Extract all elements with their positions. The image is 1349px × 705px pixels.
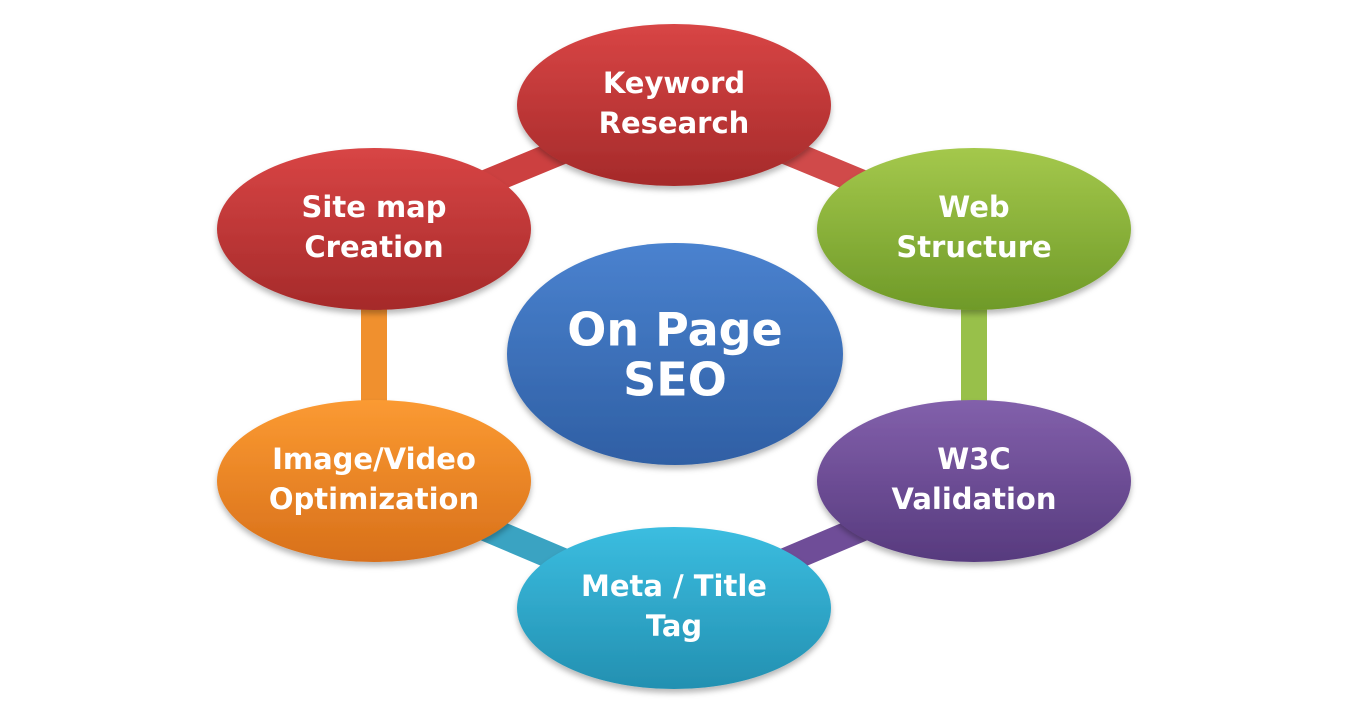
node-ellipse-web-structure bbox=[817, 148, 1131, 310]
node-label-image-video-optimization-line1: Image/Video bbox=[272, 442, 476, 476]
center-node: On Page SEO bbox=[507, 243, 843, 465]
node-label-meta-title-tag-line2: Tag bbox=[646, 609, 702, 643]
center-label-line2: SEO bbox=[623, 353, 727, 407]
node-label-site-map-creation-line1: Site map bbox=[302, 190, 447, 224]
node-ellipse-site-map-creation bbox=[217, 148, 531, 310]
node-label-meta-title-tag-line1: Meta / Title bbox=[581, 569, 767, 603]
node-label-web-structure-line1: Web bbox=[938, 190, 1009, 224]
node-label-keyword-research-line2: Research bbox=[599, 106, 750, 140]
node-label-image-video-optimization-line2: Optimization bbox=[269, 482, 479, 516]
center-ellipse bbox=[507, 243, 843, 465]
center-label-line1: On Page bbox=[567, 303, 783, 357]
node-label-web-structure-line2: Structure bbox=[896, 230, 1051, 264]
node-w3c-validation: W3C Validation bbox=[817, 400, 1131, 562]
node-label-site-map-creation-line2: Creation bbox=[304, 230, 443, 264]
node-label-w3c-validation-line1: W3C bbox=[937, 442, 1010, 476]
node-label-keyword-research-line1: Keyword bbox=[603, 66, 745, 100]
node-ellipse-keyword-research bbox=[517, 24, 831, 186]
node-ellipse-meta-title-tag bbox=[517, 527, 831, 689]
node-ellipse-image-video-optimization bbox=[217, 400, 531, 562]
node-ellipse-w3c-validation bbox=[817, 400, 1131, 562]
node-label-w3c-validation-line2: Validation bbox=[891, 482, 1056, 516]
